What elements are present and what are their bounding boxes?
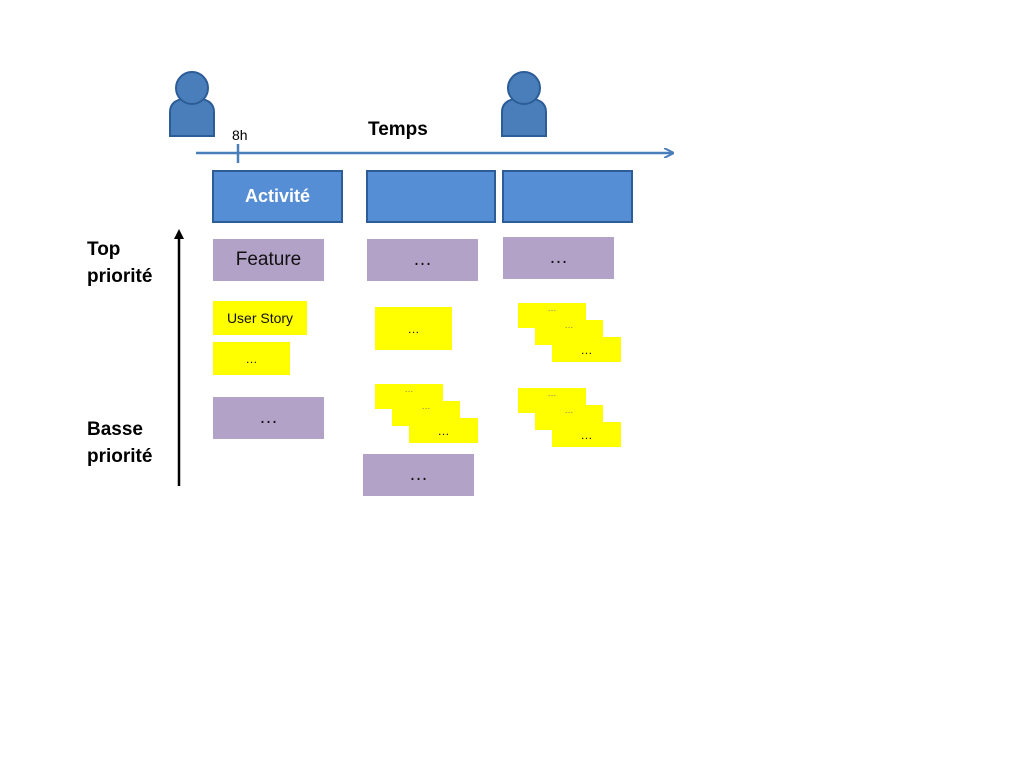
feature-card[interactable]: … bbox=[363, 454, 474, 496]
feature-card[interactable]: Feature bbox=[213, 239, 324, 281]
user-story-card[interactable]: … bbox=[552, 337, 621, 362]
feature-card[interactable]: … bbox=[367, 239, 478, 281]
feature-card[interactable]: … bbox=[213, 397, 324, 439]
low-priority-label: Basse priorité bbox=[87, 419, 153, 467]
feature-card[interactable]: … bbox=[503, 237, 614, 279]
activity-card[interactable]: Activité bbox=[212, 170, 343, 223]
user-story-card[interactable]: … bbox=[375, 307, 452, 350]
time-axis-label: Temps bbox=[368, 119, 428, 140]
person-icon bbox=[169, 71, 215, 137]
top-priority-label: Top priorité bbox=[87, 239, 153, 287]
user-story-card[interactable]: … bbox=[552, 422, 621, 447]
person-icon bbox=[501, 71, 547, 137]
user-story-card[interactable]: … bbox=[409, 418, 478, 443]
user-story-card[interactable]: … bbox=[213, 342, 290, 375]
activity-card[interactable] bbox=[366, 170, 496, 223]
activity-card[interactable] bbox=[502, 170, 633, 223]
user-story-card[interactable]: User Story bbox=[213, 301, 307, 335]
time-tick-label: 8h bbox=[232, 127, 248, 143]
